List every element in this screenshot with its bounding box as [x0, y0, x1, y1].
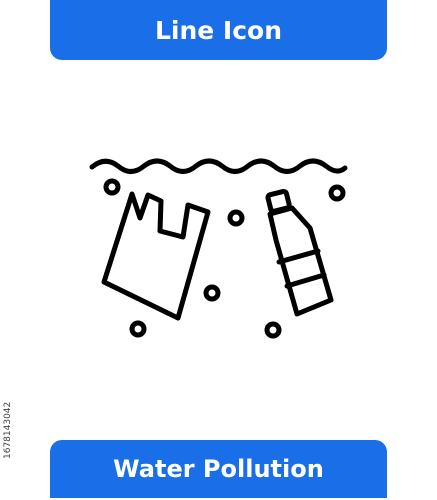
header-banner: Line Icon: [50, 0, 387, 60]
plastic-bag-icon: [101, 191, 211, 321]
header-title: Line Icon: [154, 15, 283, 45]
bubble-icon: [328, 184, 346, 202]
bubble-icon: [103, 178, 121, 196]
bottle-icon: [265, 188, 334, 317]
bubble-icon: [227, 209, 245, 227]
footer-title: Water Pollution: [113, 455, 324, 483]
bubble-icon: [129, 320, 147, 338]
footer-banner: Water Pollution: [50, 440, 387, 498]
bubble-icon: [203, 284, 221, 302]
stock-id-text: 1678143042: [3, 401, 13, 459]
wave-line: [89, 158, 348, 174]
bubble-icon: [264, 321, 282, 339]
